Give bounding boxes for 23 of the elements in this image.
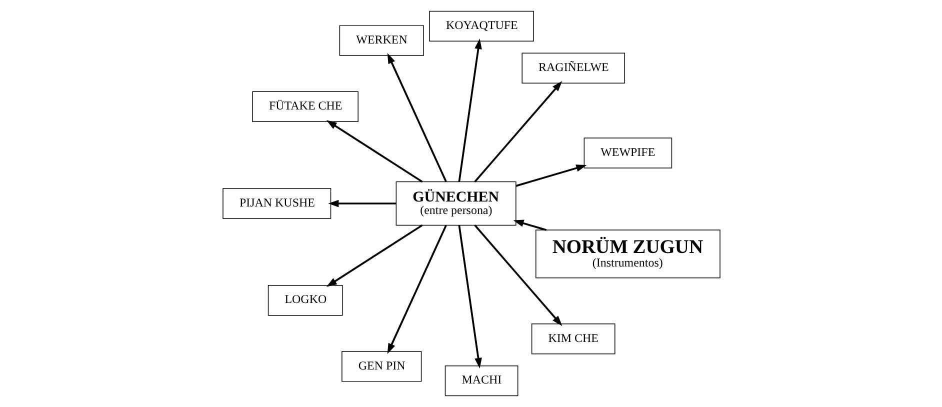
- arrow: [386, 53, 446, 182]
- node-box: GEN PIN: [341, 351, 422, 382]
- node-box: GÜNECHEN (entre persona): [395, 181, 516, 226]
- arrow: [328, 200, 396, 208]
- node-box: PIJAN KUSHE: [222, 188, 331, 219]
- node-box: WEWPIFE: [583, 138, 672, 168]
- node-box: MACHI: [444, 366, 518, 396]
- arrow: [326, 120, 422, 183]
- node-box: WERKEN: [338, 25, 424, 56]
- arrow: [474, 224, 562, 326]
- arrow: [474, 80, 562, 182]
- arrow: [515, 164, 586, 187]
- arrow: [458, 38, 482, 182]
- node-box: LOGKO: [267, 285, 342, 316]
- node-box: NORÜM ZUGUN (Instrumentos): [535, 230, 720, 278]
- node-box: RAGIÑELWE: [521, 52, 624, 84]
- arrow: [512, 220, 546, 231]
- arrow: [458, 225, 482, 368]
- node-box: FÜTAKE CHE: [252, 91, 358, 122]
- arrow: [326, 224, 422, 287]
- node-box: KIM CHE: [530, 324, 615, 354]
- arrow: [386, 225, 446, 354]
- node-box: KOYAQTUFE: [428, 10, 534, 42]
